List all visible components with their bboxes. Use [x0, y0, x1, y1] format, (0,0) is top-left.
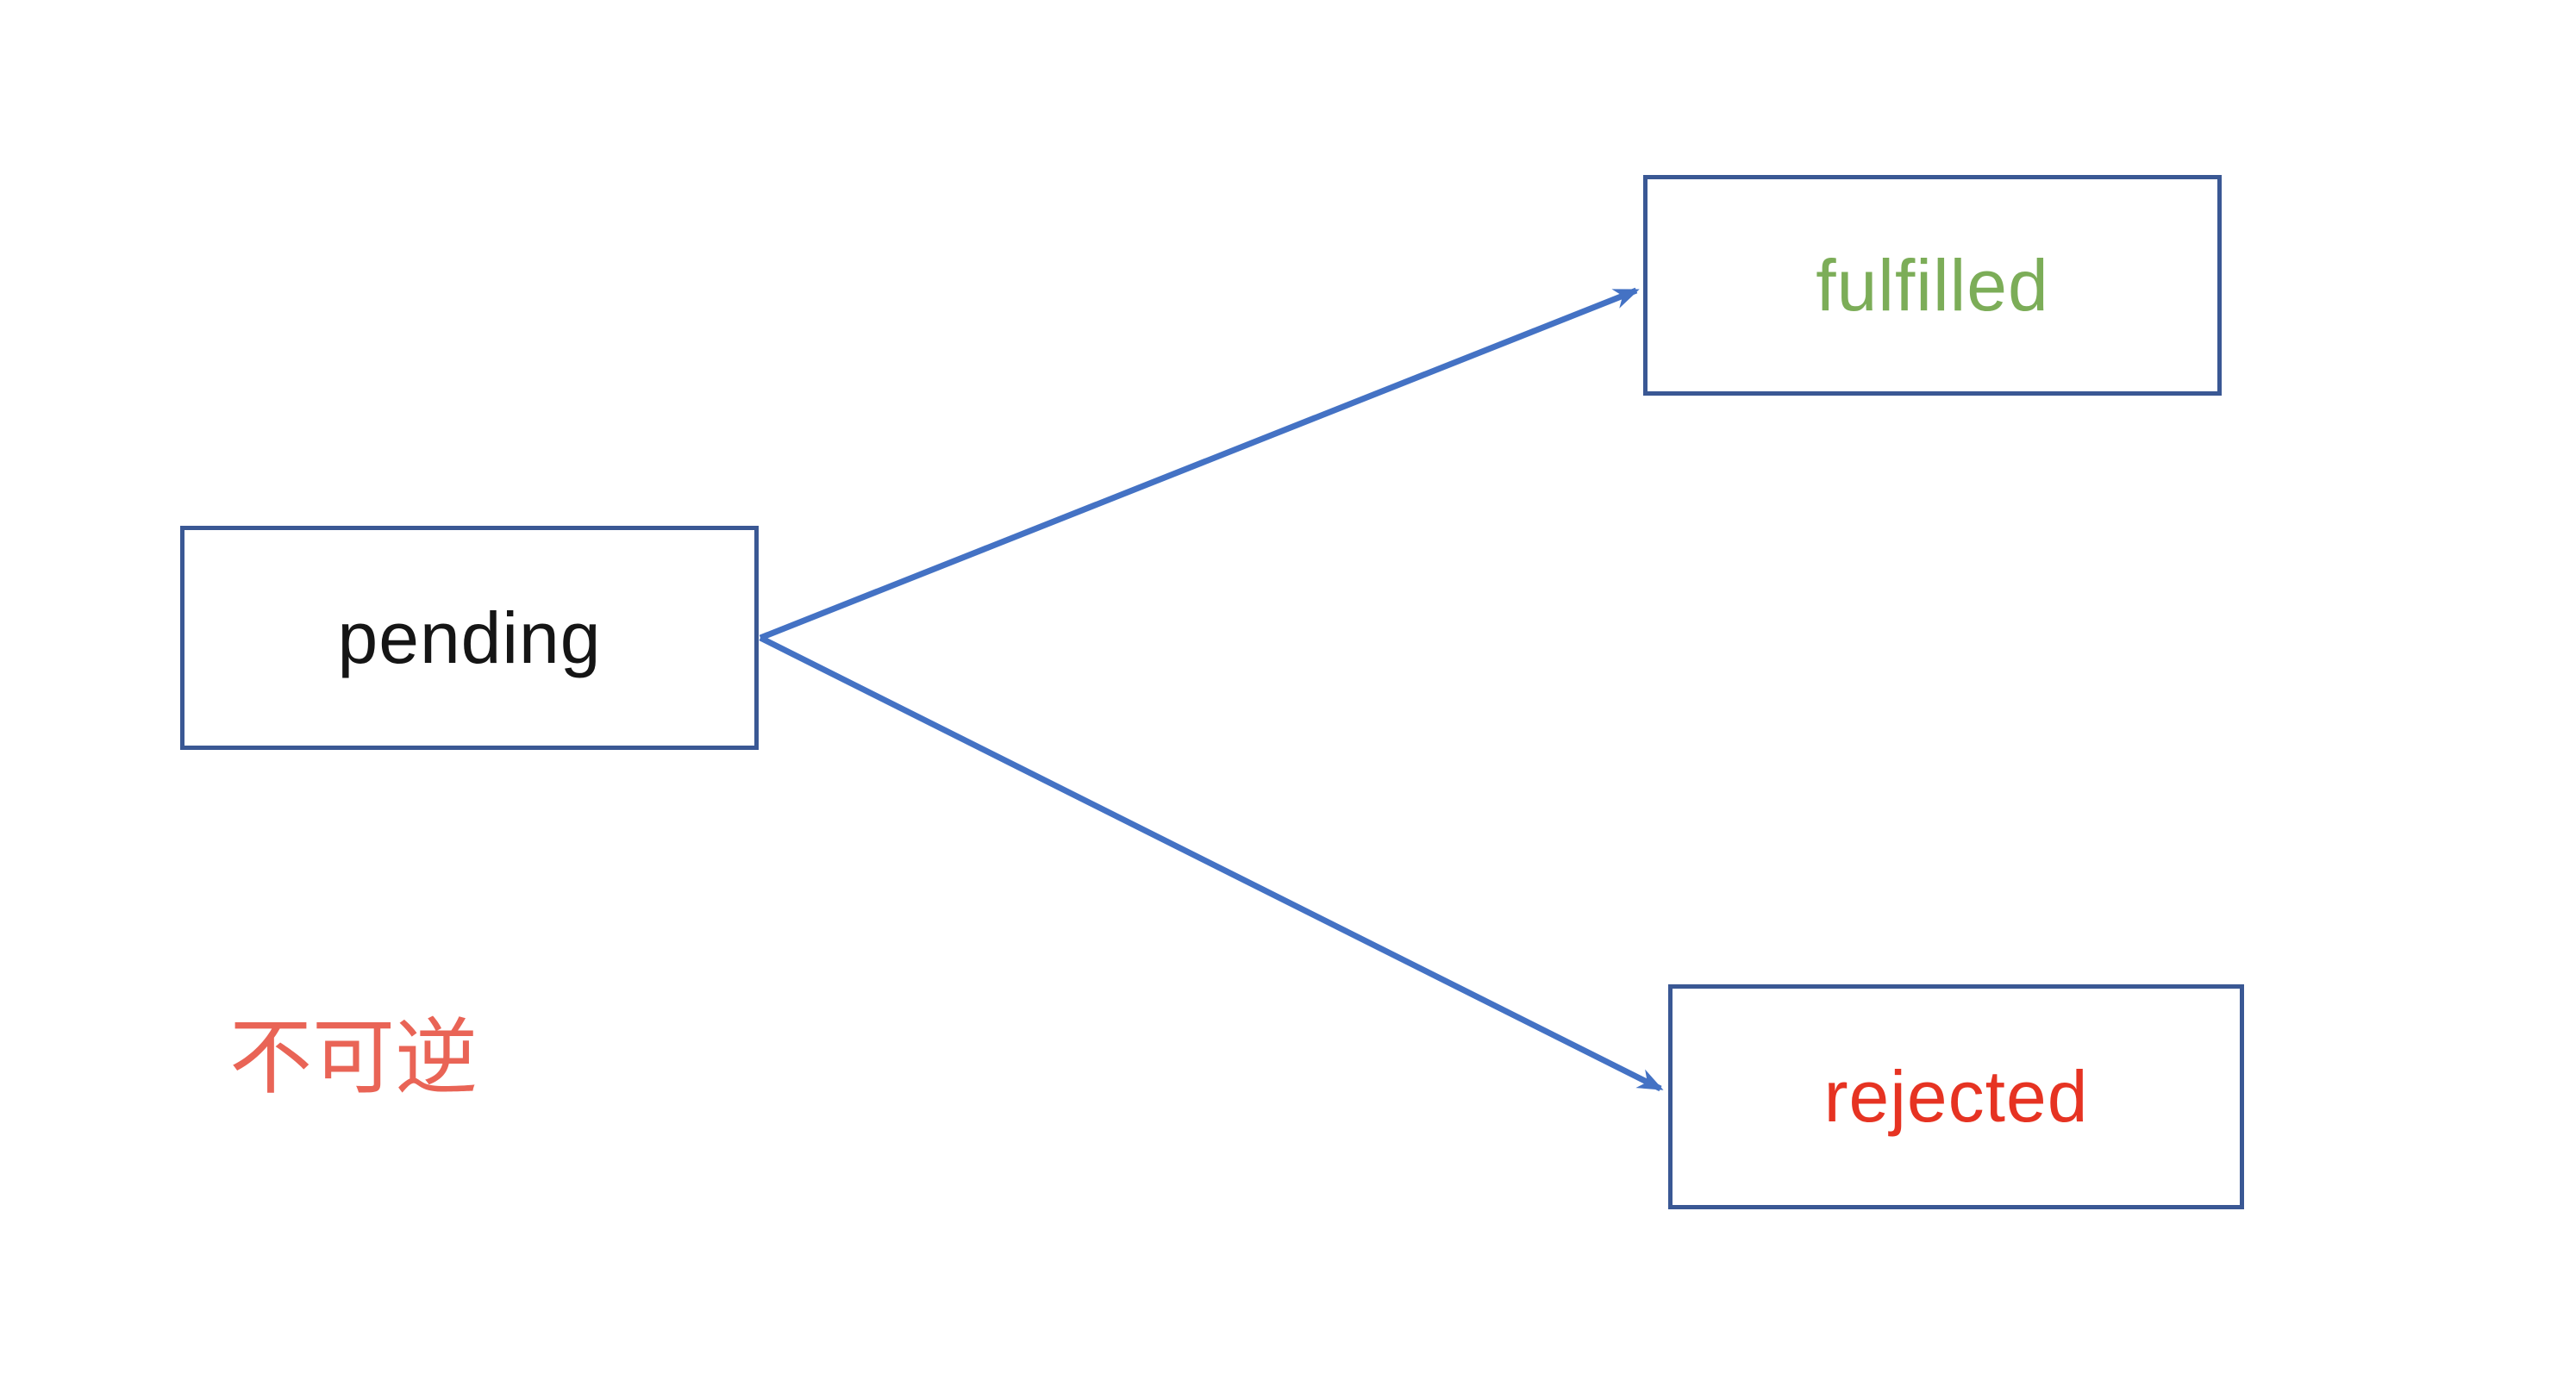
edge-pending-to-rejected — [759, 634, 1664, 1092]
node-rejected-label: rejected — [1823, 1056, 2089, 1137]
node-fulfilled: fulfilled — [1643, 175, 2222, 396]
node-fulfilled-label: fulfilled — [1816, 244, 2049, 326]
node-pending: pending — [180, 526, 759, 750]
node-pending-label: pending — [337, 596, 602, 678]
annotation-irreversible: 不可逆 — [229, 1012, 478, 1104]
edge-pending-to-fulfilled — [759, 287, 1640, 641]
node-rejected: rejected — [1668, 984, 2244, 1209]
